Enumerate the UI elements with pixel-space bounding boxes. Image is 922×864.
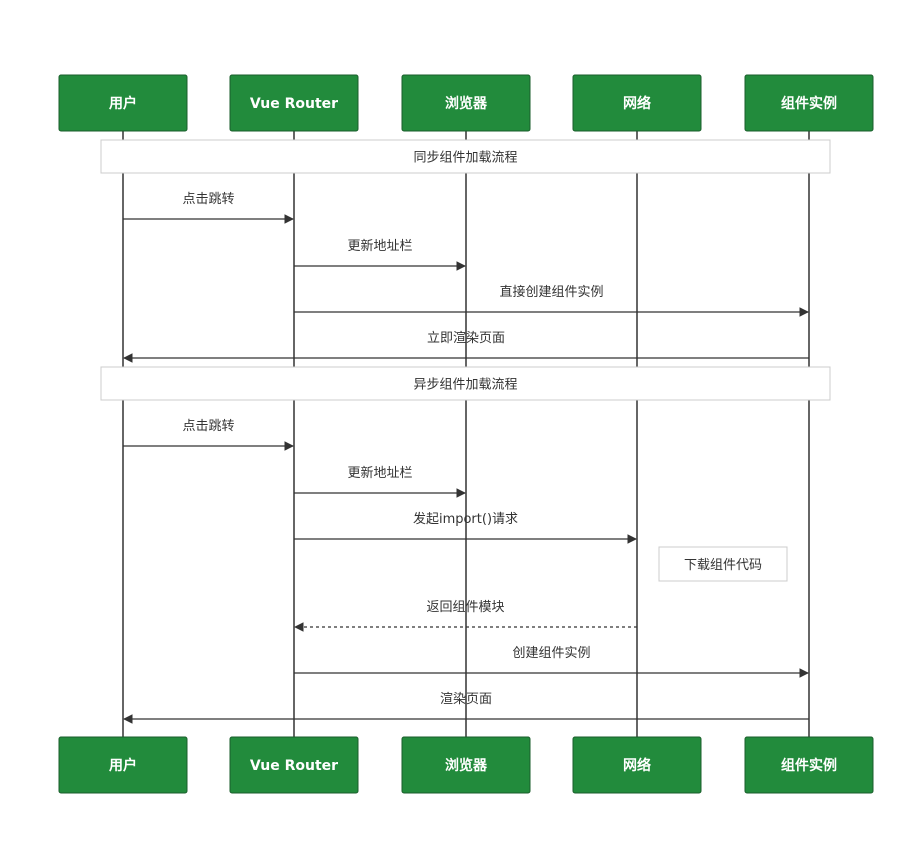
- actor-box: [744, 736, 874, 794]
- section-box: [100, 139, 831, 174]
- message-label: 发起import()请求: [413, 511, 518, 527]
- actor-network-top: 网络: [572, 74, 702, 132]
- actor-label: Vue Router: [250, 758, 338, 774]
- message-label: 点击跳转: [182, 192, 234, 207]
- section-band: 同步组件加载流程: [100, 139, 831, 174]
- actor-label: 用户: [109, 95, 137, 112]
- actor-box: [744, 74, 874, 132]
- actor-label: Vue Router: [250, 96, 338, 112]
- message-label: 创建组件实例: [512, 646, 590, 661]
- note: 下载组件代码: [658, 546, 788, 582]
- actor-box: [401, 736, 531, 794]
- note-box: [658, 546, 788, 582]
- note-label: 下载组件代码: [684, 558, 762, 573]
- section-band: 异步组件加载流程: [100, 366, 831, 401]
- message-arrow: 点击跳转: [123, 192, 294, 224]
- actor-user-top: 用户: [58, 74, 188, 132]
- actor-router-bottom: Vue Router: [229, 736, 359, 794]
- message-label: 更新地址栏: [347, 465, 412, 481]
- message-arrow: 更新地址栏: [294, 465, 466, 498]
- actor-box: [58, 74, 188, 132]
- actor-router-top: Vue Router: [229, 74, 359, 132]
- message-arrow: 立即渲染页面: [123, 331, 809, 363]
- actor-label: 组件实例: [781, 95, 837, 112]
- message-label: 渲染页面: [440, 692, 492, 707]
- section-title: 异步组件加载流程: [413, 378, 517, 393]
- message-arrow: 返回组件模块: [294, 600, 637, 632]
- message-label: 直接创建组件实例: [499, 284, 603, 300]
- message-label: 立即渲染页面: [427, 331, 505, 346]
- actor-browser-top: 浏览器: [401, 74, 531, 132]
- message-label: 更新地址栏: [347, 238, 412, 254]
- message-arrow: 渲染页面: [123, 692, 809, 724]
- message-arrow: 更新地址栏: [294, 238, 466, 271]
- message-arrow: 发起import()请求: [294, 511, 637, 544]
- actor-network-bottom: 网络: [572, 736, 702, 794]
- actor-label: 浏览器: [445, 95, 488, 112]
- actor-label: 网络: [623, 95, 651, 112]
- section-title: 同步组件加载流程: [413, 151, 517, 166]
- actor-box: [229, 74, 359, 132]
- actor-box: [572, 736, 702, 794]
- message-arrow: 点击跳转: [123, 419, 294, 451]
- section-box: [100, 366, 831, 401]
- actor-user-bottom: 用户: [58, 736, 188, 794]
- message-label: 返回组件模块: [426, 600, 504, 615]
- message-arrow: 创建组件实例: [294, 646, 809, 678]
- actor-label: 网络: [623, 757, 651, 774]
- actor-component-top: 组件实例: [744, 74, 874, 132]
- actor-label: 用户: [109, 757, 137, 774]
- actor-label: 组件实例: [781, 757, 837, 774]
- actor-browser-bottom: 浏览器: [401, 736, 531, 794]
- actor-component-bottom: 组件实例: [744, 736, 874, 794]
- actor-box: [58, 736, 188, 794]
- message-arrow: 直接创建组件实例: [294, 284, 809, 317]
- actor-label: 浏览器: [445, 757, 488, 774]
- actor-box: [401, 74, 531, 132]
- message-label: 点击跳转: [182, 419, 234, 434]
- actor-box: [229, 736, 359, 794]
- actor-box: [572, 74, 702, 132]
